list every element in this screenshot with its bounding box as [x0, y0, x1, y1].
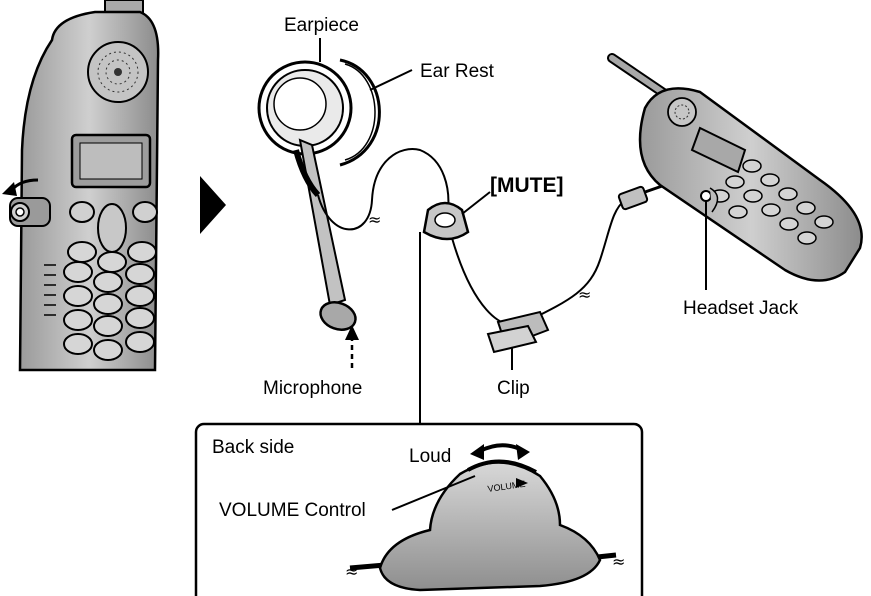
label-clip: Clip [497, 378, 530, 399]
label-ear-rest: Ear Rest [420, 61, 495, 82]
handset-speaker-icon [88, 42, 148, 102]
jack-cover [10, 198, 50, 226]
label-volume-control: VOLUME Control [219, 500, 366, 521]
handset-perspective-view [612, 58, 862, 290]
headset-jack-icon [701, 191, 711, 201]
label-headset-jack: Headset Jack [683, 298, 799, 319]
handset-side-view [2, 0, 158, 370]
svg-text:≈: ≈ [345, 562, 358, 581]
svg-text:≈: ≈ [368, 210, 381, 229]
handset-keypad [64, 242, 156, 360]
headset-plug-icon [618, 184, 668, 210]
label-loud: Loud [409, 446, 451, 467]
earpiece-icon [259, 62, 351, 154]
svg-text:≈: ≈ [578, 285, 591, 304]
mute-control [424, 203, 468, 239]
headset: ≈ ≈ [259, 60, 704, 368]
label-mute: [MUTE] [490, 174, 563, 197]
label-back-side: Back side [212, 437, 294, 458]
step-arrow-icon [200, 176, 226, 234]
svg-text:≈: ≈ [612, 552, 625, 571]
label-earpiece: Earpiece [284, 15, 359, 36]
clip-icon [488, 312, 548, 352]
label-microphone: Microphone [263, 378, 362, 399]
